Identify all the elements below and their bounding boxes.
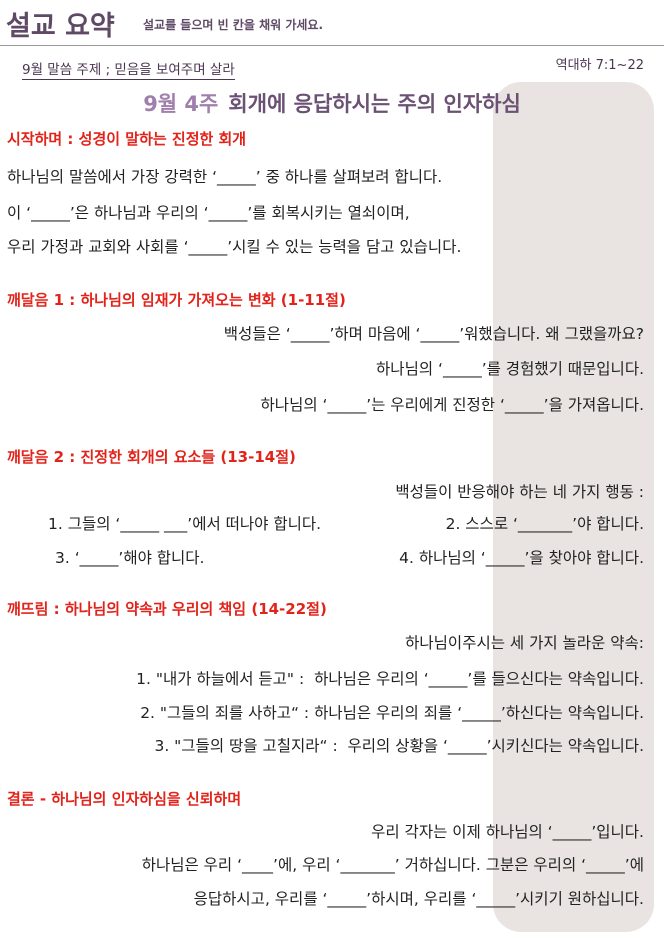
fill-in-line: 응답하시고, 우리를 ‘_____’하시며, 우리를 ‘_____’시키기 원하… (193, 890, 644, 908)
fill-in-line: 백성들이 반응해야 하는 네 가지 행동 : (395, 483, 644, 501)
fill-in-line: 1. 그들의 ‘_____ ___’에서 떠나야 합니다. (48, 515, 322, 533)
fill-in-line: 2. 스스로 ‘_______’야 합니다. (445, 515, 644, 533)
sermon-title: 회개에 응답하시는 주의 인자하심 (228, 92, 521, 116)
fill-in-line: 하나님의 말씀에서 가장 강력한 ‘_____’ 중 하나를 살펴보려 합니다. (7, 168, 443, 186)
fill-in-line: 하나님이주시는 세 가지 놀라운 약속: (405, 634, 644, 652)
fill-in-line: 1. "내가 하늘에서 듣고" : 하나님은 우리의 ‘_____’를 들으신다… (136, 670, 644, 688)
fill-in-line: 백성들은 ‘_____’하며 마음에 ‘_____’워했습니다. 왜 그랬을까요… (223, 325, 644, 343)
fill-in-line: 4. 하나님의 ‘_____’을 찾아야 합니다. (399, 549, 644, 567)
fill-in-line: 우리 가정과 교회와 사회를 ‘_____’시킬 수 있는 능력을 담고 있습니… (7, 238, 462, 256)
divider (0, 45, 664, 46)
sermon-week: 9월 4주 (143, 92, 219, 116)
page-subtitle: 설교를 들으며 빈 칸을 채워 가세요. (143, 18, 324, 32)
fill-in-line: 3. "그들의 땅을 고칠지라“ : 우리의 상황을 ‘_____’시키신다는 … (154, 737, 644, 755)
fill-in-line: 하나님의 ‘_____’는 우리에게 진정한 ‘_____’을 가져옵니다. (260, 396, 644, 414)
section-heading-conclusion: 결론 - 하나님의 인자하심을 신뢰하며 (7, 790, 242, 808)
sermon-heading: 9월 4주 회개에 응답하시는 주의 인자하심 (0, 88, 664, 118)
fill-in-line: 2. "그들의 죄를 사하고“ : 하나님은 우리의 죄를 ‘_____’하신다… (140, 704, 644, 722)
fill-in-line: 이 ‘_____’은 하나님과 우리의 ‘_____’를 회복시키는 열쇠이며, (7, 204, 410, 222)
section-heading-insight-2: 깨달음 2 : 진정한 회개의 요소들 (13-14절) (7, 448, 296, 466)
page-title: 설교 요약 (6, 11, 115, 42)
section-heading-breakthrough: 깨뜨림 : 하나님의 약속과 우리의 책임 (14-22절) (7, 600, 327, 618)
decorative-side-panel (493, 82, 654, 932)
scripture-reference: 역대하 7:1~22 (555, 58, 644, 73)
fill-in-line: 하나님의 ‘_____’를 경험했기 때문입니다. (376, 360, 644, 378)
fill-in-line: 3. ‘_____’해야 합니다. (55, 549, 205, 567)
monthly-theme: 9월 말씀 주제 ; 믿음을 보여주며 살라 (22, 58, 235, 80)
fill-in-line: 우리 각자는 이제 하나님의 ‘_____’입니다. (371, 823, 644, 841)
section-heading-insight-1: 깨달음 1 : 하나님의 임재가 가져오는 변화 (1-11절) (7, 291, 346, 309)
section-heading-intro: 시작하며 : 성경이 말하는 진정한 회개 (7, 130, 247, 148)
fill-in-line: 하나님은 우리 ‘____’에, 우리 ‘_______’ 거하십니다. 그분은… (141, 856, 644, 874)
